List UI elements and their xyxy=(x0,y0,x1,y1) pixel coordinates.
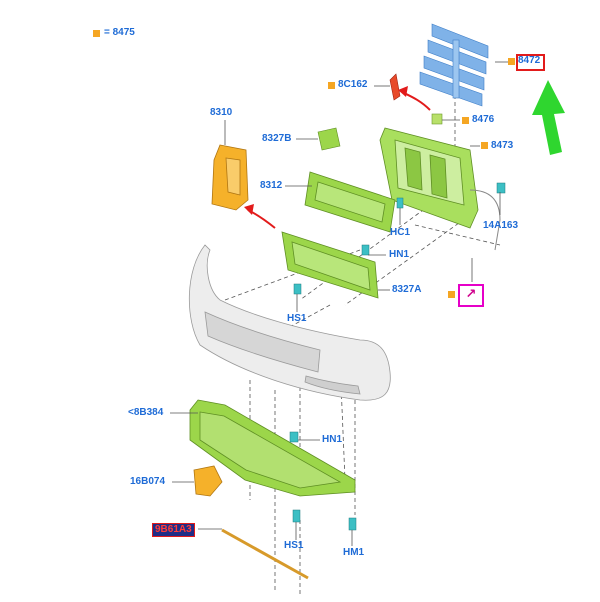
highlight-box-arrow-part[interactable]: ↗ xyxy=(458,284,484,307)
label-hs1-top[interactable]: HS1 xyxy=(287,313,307,324)
label-8310[interactable]: 8310 xyxy=(210,107,233,118)
marker-8c162 xyxy=(328,82,335,89)
label-hs1-bottom[interactable]: HS1 xyxy=(284,540,304,551)
part-8476 xyxy=(431,113,443,125)
label-8476[interactable]: 8476 xyxy=(472,114,495,125)
label-8327a[interactable]: 8327A xyxy=(392,284,422,295)
part-8b384 xyxy=(189,399,356,497)
marker-arrow-part xyxy=(448,291,455,298)
green-pointer-arrow xyxy=(532,80,565,155)
label-8327b[interactable]: 8327B xyxy=(262,133,292,144)
grille-shutter-8472 xyxy=(419,23,489,107)
label-8472[interactable]: 8472 xyxy=(518,55,541,66)
bumper-cover xyxy=(188,244,391,401)
label-8473[interactable]: 8473 xyxy=(491,140,514,151)
label-8312[interactable]: 8312 xyxy=(260,180,283,191)
label-hc1[interactable]: HC1 xyxy=(390,227,411,238)
label-hn1-top[interactable]: HN1 xyxy=(389,249,410,260)
diagonal-arrow-icon: ↗ xyxy=(465,287,477,302)
legend-text: = 8475 xyxy=(104,27,135,38)
marker-8473 xyxy=(481,142,488,149)
part-8c162 xyxy=(389,73,401,101)
label-hn1-bottom[interactable]: HN1 xyxy=(322,434,343,445)
wire-14a163 xyxy=(469,189,501,251)
label-8b384[interactable]: <8B384 xyxy=(128,407,164,418)
part-8310 xyxy=(211,144,249,211)
red-arrows xyxy=(244,86,431,229)
label-highlighted-part[interactable]: 9B61A3 xyxy=(152,523,195,537)
part-16b074 xyxy=(193,465,223,497)
highlight-box-8472 xyxy=(516,54,545,71)
marker-8472 xyxy=(508,58,515,65)
legend-marker xyxy=(93,30,100,37)
strip-part xyxy=(221,528,309,580)
part-8473 xyxy=(379,127,479,229)
label-14a163[interactable]: 14A163 xyxy=(483,220,519,231)
leader-lines xyxy=(170,61,510,546)
label-8c162[interactable]: 8C162 xyxy=(338,79,368,90)
part-8327b xyxy=(317,127,341,151)
label-16b074[interactable]: 16B074 xyxy=(130,476,166,487)
label-hm1[interactable]: HM1 xyxy=(343,547,365,558)
marker-8476 xyxy=(462,117,469,124)
part-8327a xyxy=(281,231,379,299)
part-8312 xyxy=(304,171,396,233)
